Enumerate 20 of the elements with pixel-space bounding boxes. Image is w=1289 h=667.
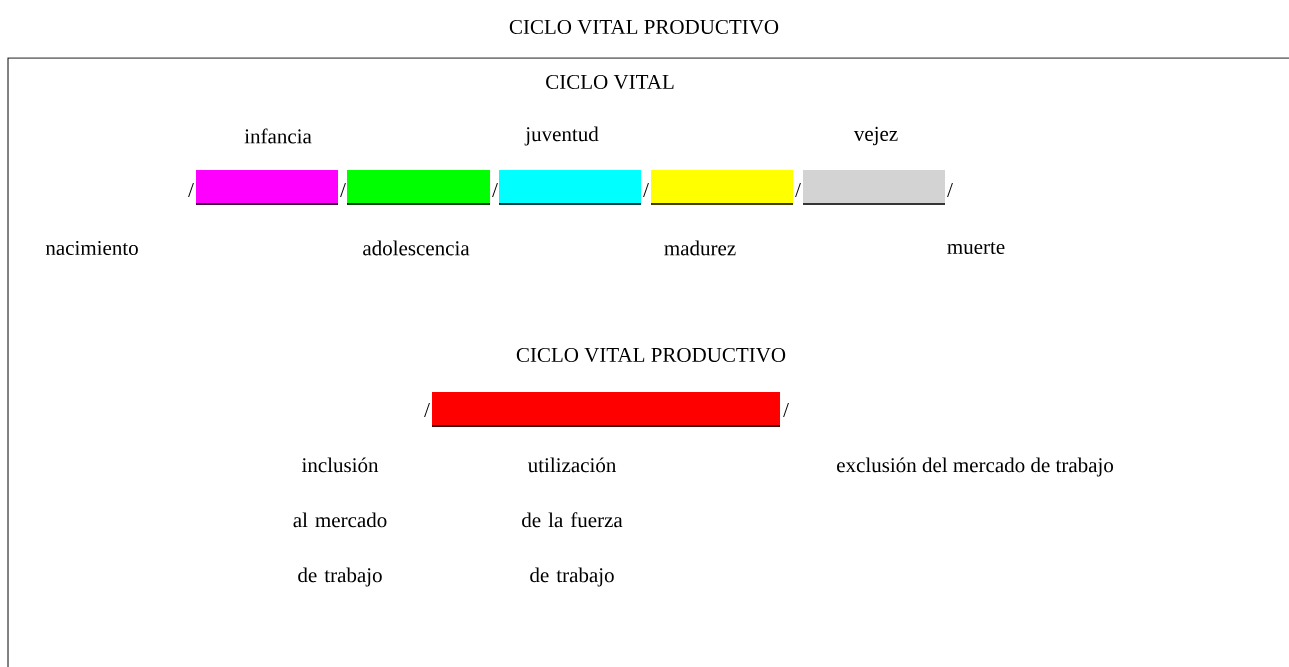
phase-label: inclusión al mercado de trabajo [293, 457, 387, 587]
section-heading: CICLO VITAL [546, 74, 674, 90]
separator-slash: / [643, 182, 649, 197]
stage-label: infancia [244, 128, 312, 144]
color-bar [802, 170, 946, 205]
stage-label: muerte [947, 242, 1005, 254]
phase-label: exclusión del mercado de trabajo [837, 457, 1114, 477]
stage-label: madurez [664, 240, 736, 256]
phase-label: utilización de la fuerza de trabajo [522, 457, 623, 587]
color-bar [195, 170, 339, 205]
color-bar [650, 170, 794, 205]
separator-slash: / [340, 182, 346, 197]
stage-label: adolescencia [363, 240, 470, 256]
diagram-title: CICLO VITAL PRODUCTIVO [509, 19, 779, 35]
color-bar [431, 392, 781, 427]
separator-slash: / [795, 182, 801, 197]
color-bar [498, 170, 642, 205]
stage-label: juventud [524, 126, 599, 146]
color-bar [346, 170, 491, 205]
separator-slash: / [492, 182, 498, 197]
